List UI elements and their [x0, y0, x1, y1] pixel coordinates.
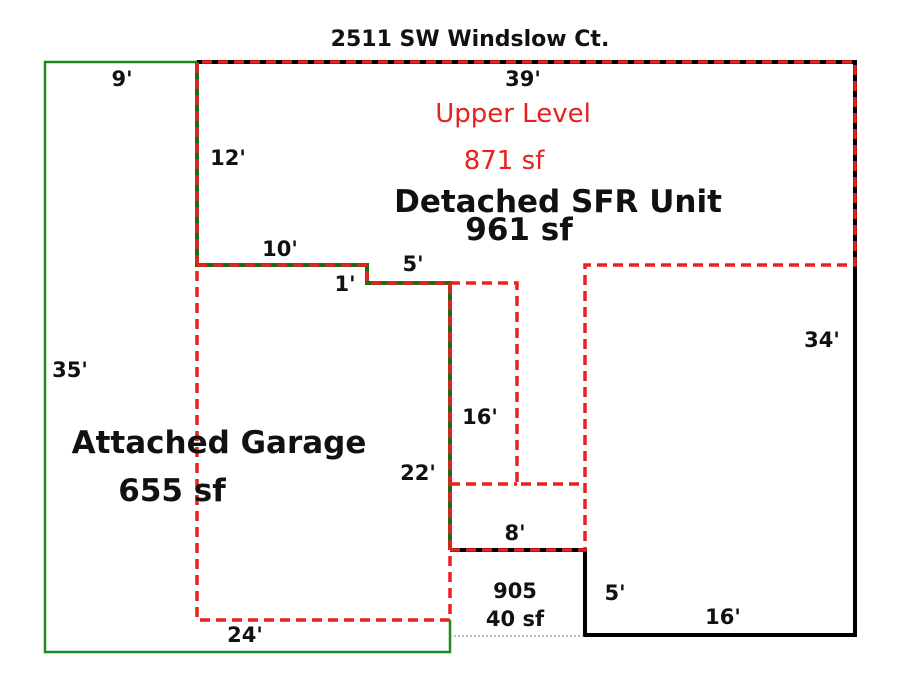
upper-level-label: Upper Level: [435, 99, 591, 129]
dim-top: 39': [505, 67, 541, 91]
small-area-size: 40 sf: [486, 607, 545, 631]
dim-step-a: 10': [262, 237, 298, 261]
dim-right: 34': [804, 328, 840, 352]
small-area-number: 905: [493, 579, 537, 603]
dim-bottom-right: 16': [705, 605, 741, 629]
dim-inner: 16': [462, 405, 498, 429]
lot-outline: [43, 60, 452, 654]
garage-area: 655 sf: [118, 473, 226, 509]
dim-step-c: 5': [402, 252, 423, 276]
dim-top-left: 9': [111, 67, 132, 91]
dim-garage-bottom: 24': [227, 623, 263, 647]
garage-outline: [195, 263, 452, 622]
dim-step-b: 1': [334, 272, 355, 296]
dim-inner-bottom: 8': [504, 521, 525, 545]
detached-unit-area: 961 sf: [465, 212, 573, 248]
dim-garage-right: 22': [400, 461, 436, 485]
upper-level-area: 871 sf: [464, 146, 545, 176]
dim-notch: 5': [604, 581, 625, 605]
garage-label: Attached Garage: [72, 425, 367, 461]
dim-left-upper: 12': [210, 146, 246, 170]
address-title: 2511 SW Windslow Ct.: [331, 27, 610, 52]
dim-left: 35': [52, 358, 88, 382]
detached-unit-label: Detached SFR Unit: [394, 184, 722, 220]
upper-level-outline: [195, 60, 857, 552]
